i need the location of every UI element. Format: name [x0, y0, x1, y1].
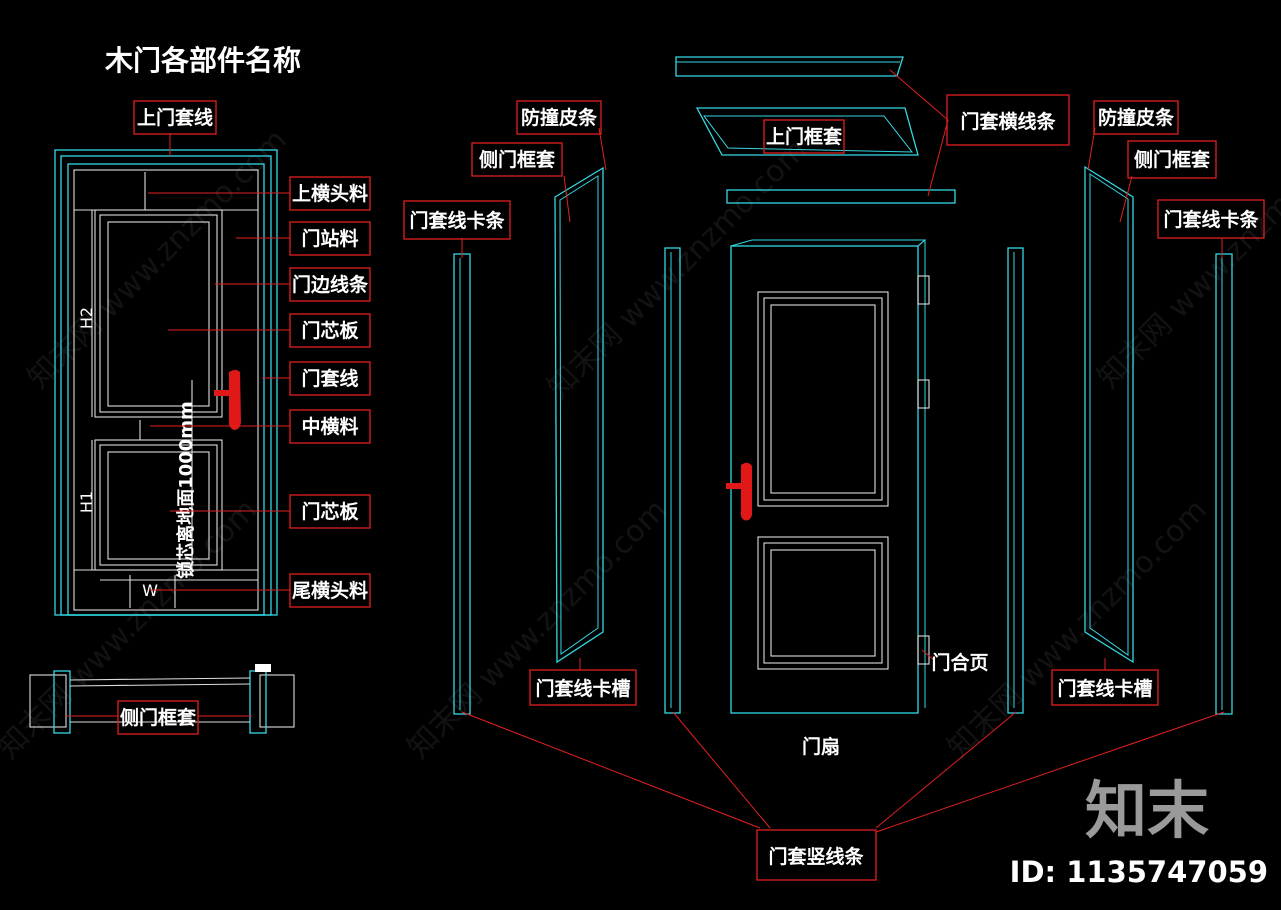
page-title: 木门各部件名称	[104, 44, 301, 77]
label-side-frame-right: 侧门框套	[1134, 148, 1211, 171]
watermark-text: 知末网 www.znzmo.com	[401, 493, 674, 766]
label-clip-left: 门套线卡条	[409, 209, 505, 232]
label-vertical-casing: 门套竖线条	[768, 845, 864, 868]
door-handle-icon	[228, 370, 241, 430]
leaf-handle-icon	[740, 462, 752, 521]
frame-section	[29, 664, 295, 734]
label-edge-molding: 门边线条	[292, 273, 369, 296]
label-mid-rail: 中横料	[301, 415, 358, 438]
label-clip-right: 门套线卡条	[1163, 208, 1259, 231]
label-stile: 门站料	[301, 227, 358, 250]
label-side-frame-left: 侧门框套	[479, 148, 556, 171]
label-top-casing: 上门套线	[137, 106, 213, 129]
watermark-text: 知末网 www.znzmo.com	[941, 493, 1214, 766]
dim-h2: H2	[77, 307, 96, 329]
watermark-text: 知末网 www.znzmo.com	[541, 133, 814, 406]
label-bottom-rail: 尾横头料	[292, 579, 368, 602]
image-id: ID: 1135747059	[1010, 855, 1268, 889]
label-groove-left: 门套线卡槽	[535, 677, 630, 700]
label-hinge: 门合页	[931, 651, 988, 674]
label-panel-upper: 门芯板	[301, 319, 359, 342]
label-casing-line: 门套线	[301, 367, 358, 390]
label-bumper-right: 防撞皮条	[1098, 106, 1175, 129]
lock-height-note: 锁芯离地面1000mm	[175, 401, 197, 579]
label-top-frame: 上门框套	[766, 125, 843, 148]
exploded-view	[453, 56, 1233, 715]
label-horizontal-casing: 门套横线条	[960, 110, 1056, 133]
label-door-leaf: 门扇	[802, 735, 840, 758]
door-elevation	[54, 149, 278, 616]
brand-logo: 知末	[1085, 774, 1209, 847]
label-side-frame-section: 侧门框套	[120, 706, 197, 729]
label-bumper-left: 防撞皮条	[521, 106, 598, 129]
label-panel-lower: 门芯板	[301, 500, 359, 523]
label-groove-right: 门套线卡槽	[1057, 677, 1152, 700]
dim-h1: H1	[77, 491, 96, 513]
label-top-rail: 上横头料	[292, 182, 368, 205]
